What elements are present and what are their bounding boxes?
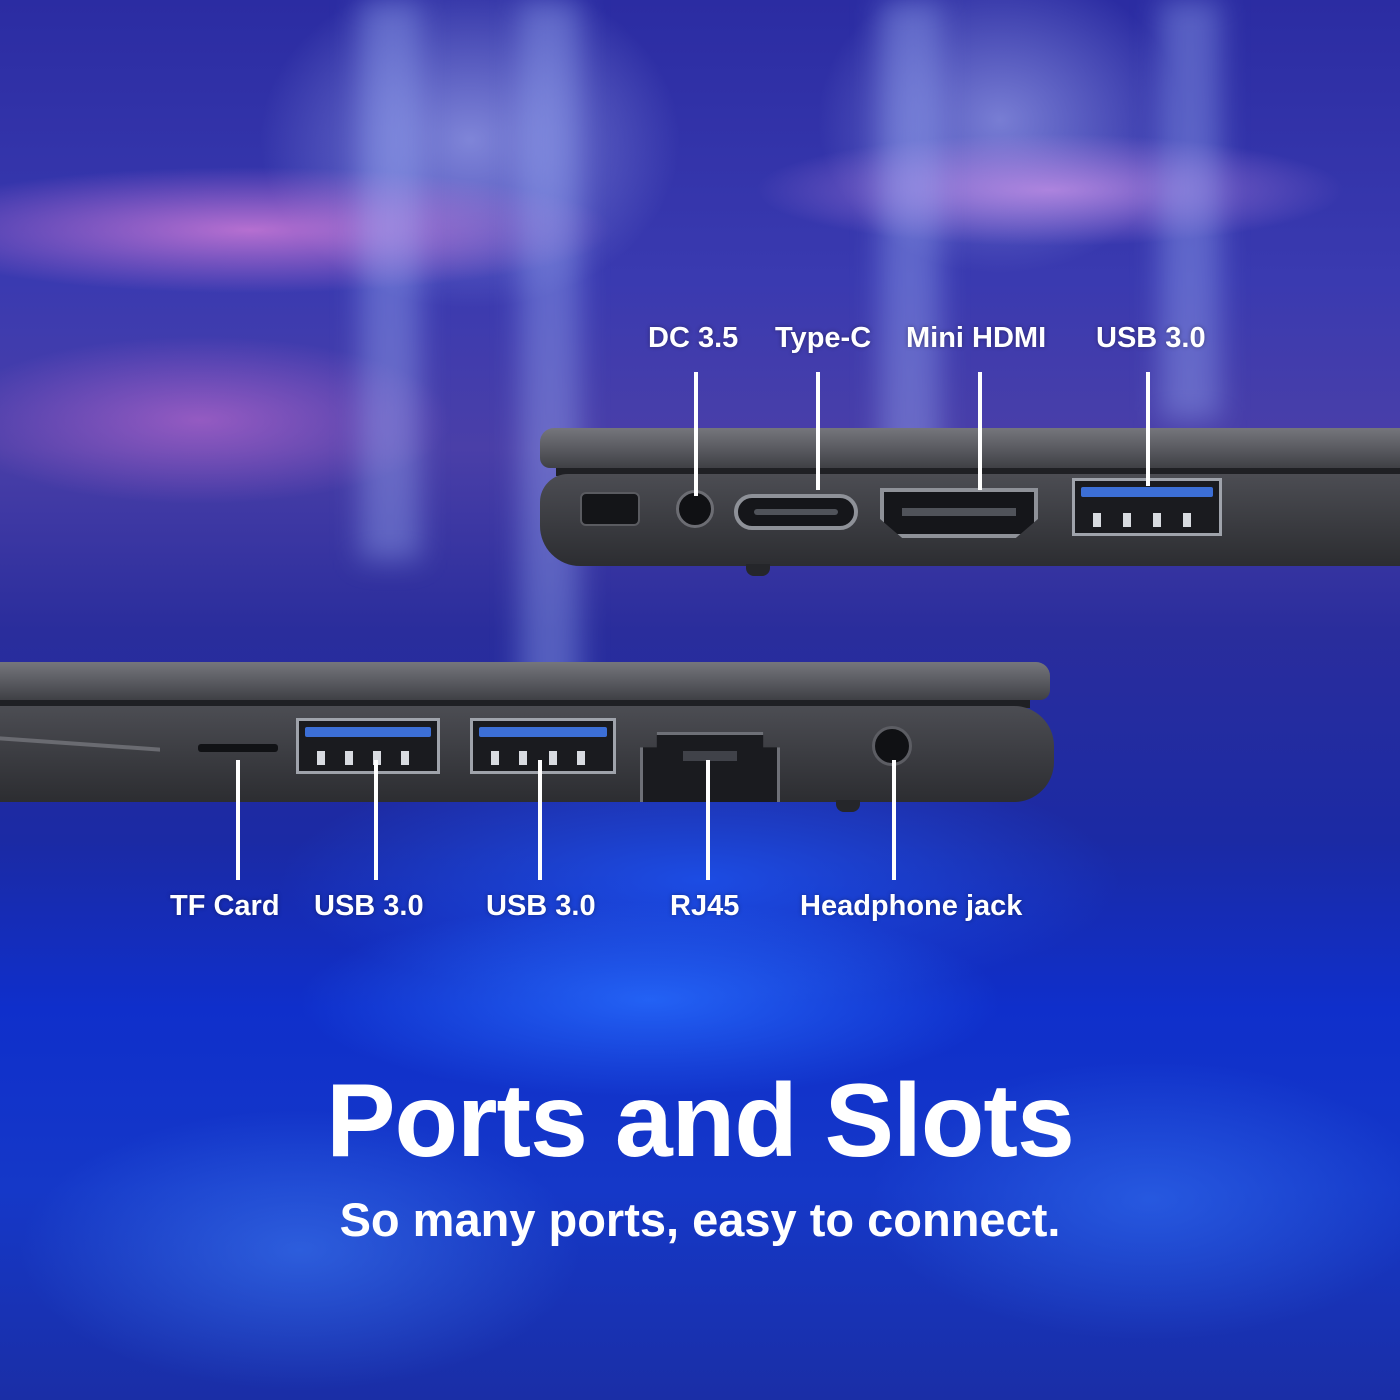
light-streak	[520, 0, 580, 700]
headphone-label: Headphone jack	[800, 890, 1023, 922]
hdmi-port-icon	[880, 488, 1038, 538]
laptop-right-side	[540, 428, 1400, 578]
light-streak	[360, 0, 420, 560]
hdmi-pointer	[978, 372, 982, 490]
laptop-left-side	[0, 662, 1054, 812]
kensington-lock-icon	[580, 492, 640, 526]
typec-pointer	[816, 372, 820, 490]
sd-slot-icon	[198, 744, 278, 752]
ethernet-port-icon	[640, 732, 780, 802]
hdmi-label: Mini HDMI	[906, 322, 1047, 354]
usb-top-pointer	[1146, 372, 1150, 486]
laptop-lid	[540, 428, 1400, 468]
light-streak	[1160, 0, 1220, 420]
usb-c-port-icon	[734, 494, 858, 530]
lid-gap	[0, 700, 1030, 708]
tf-pointer	[236, 760, 240, 880]
typec-label: Type-C	[775, 322, 872, 354]
page-subtitle: So many ports, easy to connect.	[339, 1193, 1061, 1246]
rubber-foot	[836, 800, 860, 812]
usb2-label: USB 3.0	[486, 890, 596, 922]
usb-a-port-icon	[1072, 478, 1222, 536]
usb-a-port-icon	[296, 718, 440, 774]
usb2-pointer	[538, 760, 542, 880]
usb-top-label: USB 3.0	[1096, 322, 1206, 354]
laptop-lid	[0, 662, 1050, 700]
rubber-foot	[746, 564, 770, 576]
dc-label: DC 3.5	[648, 322, 739, 354]
headphone-pointer	[892, 760, 896, 880]
usb1-label: USB 3.0	[314, 890, 424, 922]
usb-a-port-icon	[470, 718, 616, 774]
rj45-label: RJ45	[670, 890, 740, 922]
rj45-pointer	[706, 760, 710, 880]
dc-pointer	[694, 372, 698, 496]
usb1-pointer	[374, 760, 378, 880]
page-title: Ports and Slots	[326, 1063, 1075, 1179]
tf-label: TF Card	[170, 890, 280, 922]
